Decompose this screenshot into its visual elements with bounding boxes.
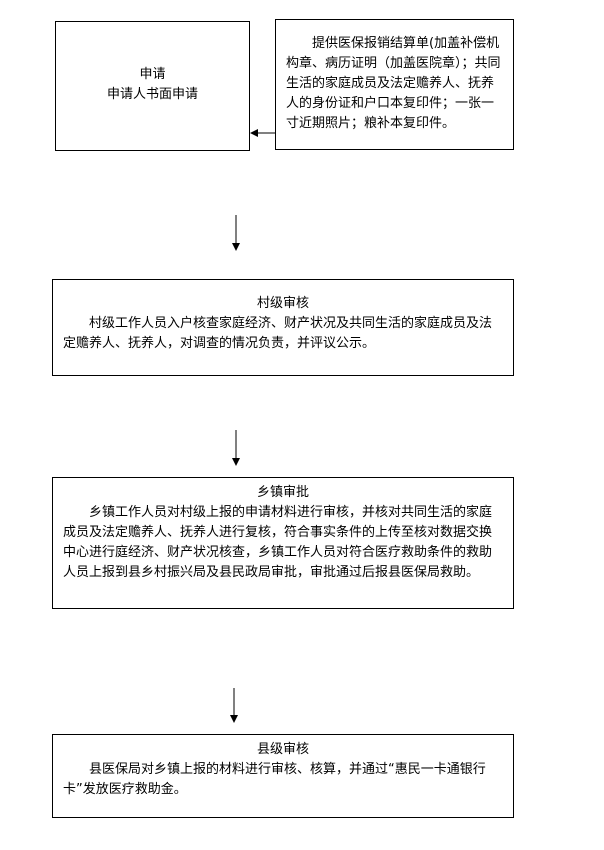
apply-title: 申请 xyxy=(139,67,166,82)
county-review-text: 县医保局对乡镇上报的材料进行审核、核算，并通过“惠民一卡通银行卡”发放医疗救助金… xyxy=(63,762,486,797)
materials-text: 提供医保报销结算单(加盖补偿机构章、病历证明（加盖医院章）；共同生活的家庭成员及… xyxy=(286,36,501,131)
town-approval-text: 乡镇工作人员对村级上报的申请材料进行审核，并核对共同生活的家庭成员及法定赡养人、… xyxy=(63,505,493,580)
materials-box: 提供医保报销结算单(加盖补偿机构章、病历证明（加盖医院章）；共同生活的家庭成员及… xyxy=(275,19,514,150)
county-review-box: 县级审核 县医保局对乡镇上报的材料进行审核、核算，并通过“惠民一卡通银行卡”发放… xyxy=(52,734,514,818)
town-approval-title: 乡镇审批 xyxy=(256,485,309,500)
apply-box: 申请 申请人书面申请 xyxy=(55,21,250,151)
apply-subtitle: 申请人书面申请 xyxy=(106,87,198,102)
village-review-title: 村级审核 xyxy=(256,296,309,311)
county-review-title: 县级审核 xyxy=(256,742,309,757)
town-approval-box: 乡镇审批 乡镇工作人员对村级上报的申请材料进行审核，并核对共同生活的家庭成员及法… xyxy=(52,477,514,609)
village-review-box: 村级审核 村级工作人员入户核查家庭经济、财产状况及共同生活的家庭成员及法定赡养人… xyxy=(52,279,514,376)
village-review-text: 村级工作人员入户核查家庭经济、财产状况及共同生活的家庭成员及法定赡养人、抚养人，… xyxy=(63,316,493,351)
